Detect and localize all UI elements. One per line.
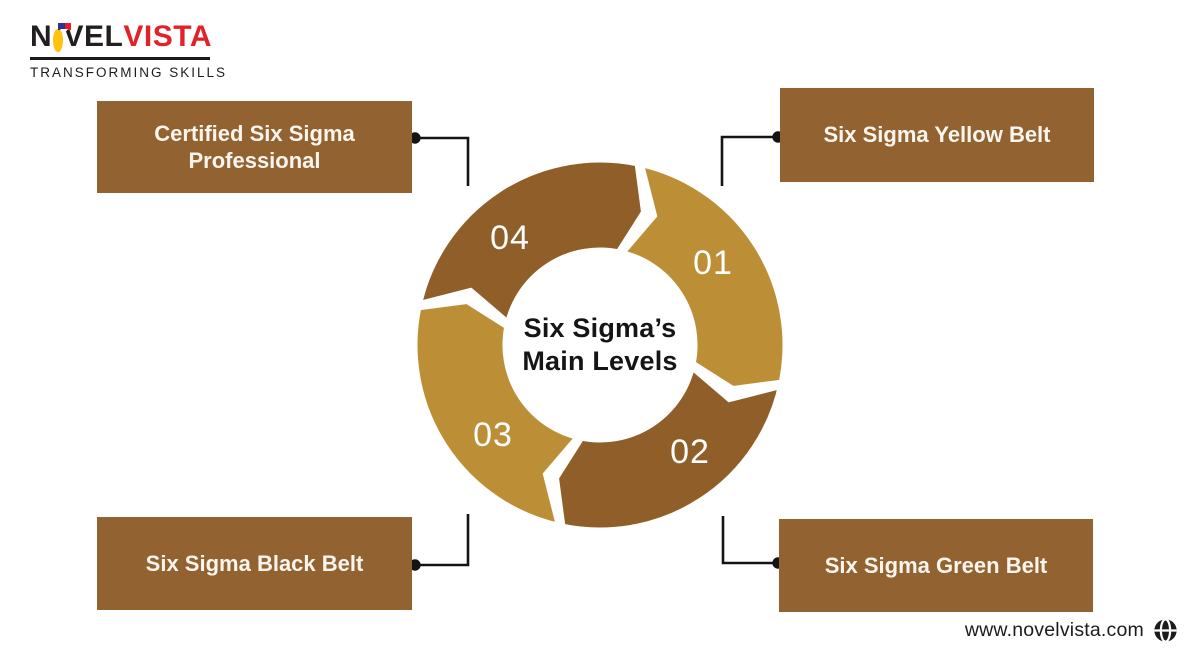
label-box-yellow-belt: Six Sigma Yellow Belt (780, 88, 1094, 182)
logo-letters-vista: VISTA (123, 20, 212, 53)
connector-bottom-left (409, 514, 470, 571)
medal-notch (60, 28, 69, 34)
connector-top-right (720, 131, 784, 186)
connector-bottom-right (721, 516, 784, 569)
cycle-title-line2: Main Levels (522, 345, 678, 376)
logo-underline (30, 57, 210, 60)
logo-tagline: TRANSFORMING SKILLS (30, 64, 228, 80)
segment-number-01: 01 (693, 244, 733, 282)
logo-letters-vel: VEL (63, 20, 124, 53)
cycle-title: Six Sigma’s Main Levels (470, 312, 730, 378)
medal-icon (53, 22, 72, 52)
logo-letter-n: N (30, 20, 53, 53)
label-box-green-belt: Six Sigma Green Belt (779, 519, 1093, 612)
connector-top-left (409, 132, 470, 186)
website-url: www.novelvista.com (964, 619, 1144, 641)
segment-number-02: 02 (670, 433, 710, 471)
cycle-title-line1: Six Sigma’s (523, 313, 677, 343)
cycle-center-disc (506, 251, 694, 439)
segment-number-03: 03 (473, 416, 513, 454)
globe-icon (1154, 618, 1177, 643)
footer: www.novelvista.com (965, 618, 1178, 643)
label-box-black-belt: Six Sigma Black Belt (97, 517, 412, 610)
label-box-certified-professional: Certified Six Sigma Professional (97, 101, 412, 193)
medal-ribbon-icon (58, 22, 72, 30)
logo-wordmark: N VEL VISTA (30, 20, 212, 54)
novelvista-logo: N VEL VISTA TRANSFORMING SKILLS (30, 20, 228, 80)
segment-number-04: 04 (490, 219, 530, 257)
